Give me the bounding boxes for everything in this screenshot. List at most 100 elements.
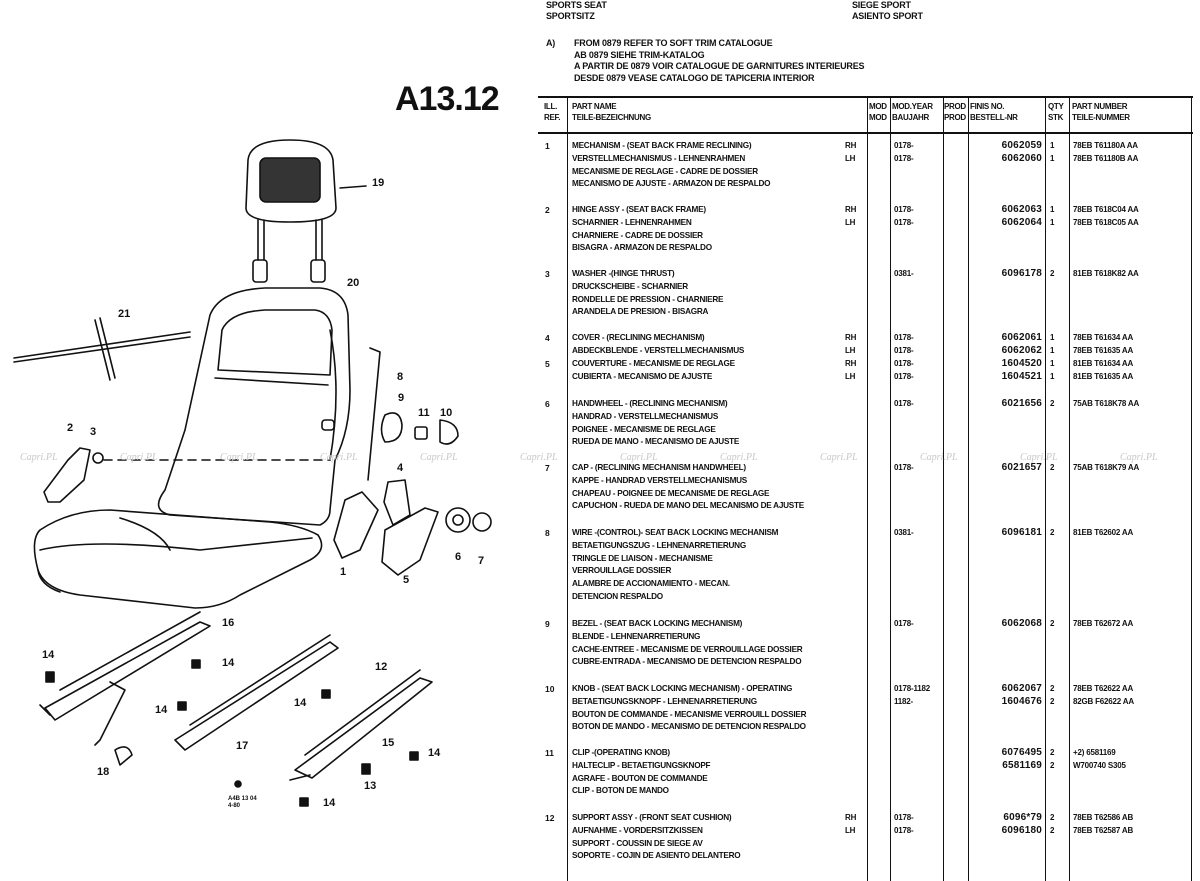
row-mod-year: 0178-0178- [894,812,914,838]
col-header-ill-ref: ILL.REF. [544,102,561,122]
finis-value: 6062067 [1001,683,1042,694]
qty-value: 2 [1050,619,1055,628]
side-value: RH [845,359,857,368]
finis-value: 6062064 [1001,216,1042,228]
row-part-name: HANDWHEEL - (RECLINING MECHANISM)HANDRAD… [572,398,739,449]
title-en: SPORTS SEAT [546,0,607,10]
finis-value: 6581169 [1002,759,1042,771]
watermark: Capri.PL [320,452,358,463]
callout-5: 5 [403,574,410,586]
callout-2: 2 [67,422,74,434]
part-name-line: BETAETIGUNGSKNOPF - LEHNENARRETIERUNG [572,696,757,706]
row-ref: 3 [545,269,550,279]
callout-3: 3 [90,426,97,438]
seat-cushion-drawing [33,509,323,609]
watermark: Capri.PL [120,452,158,463]
part-name-line: BOTON DE MANDO - MECANISMO DE DETENCION … [572,722,806,732]
watermark: Capri.PL [1120,452,1158,463]
row-mod-year: 0178-0178- [894,140,914,166]
part-name-line: CUBRE-ENTRADA - MECANISMO DE DETENCION R… [572,657,802,667]
callout-14: 14 [222,657,235,669]
qty-value: 1 [1050,205,1055,214]
col-header-finis: FINIS NO.BESTELL-NR [970,102,1018,122]
mod-year-value: 0381- [894,528,914,537]
part-number-value: 78EB T62586 AB [1073,813,1134,822]
part-number-value: 78EB T61180A AA [1073,141,1138,150]
row-part-name: CAP - (RECLINING MECHANISM HANDWHEEL)KAP… [572,462,804,513]
table-right-edge [1191,96,1192,881]
part-number-value: 78EB T61634 AA [1073,333,1134,342]
side-value: RH [845,813,857,822]
part-name-line: CAPUCHON - RUEDA DE MANO DEL MECANISMO D… [572,501,804,511]
mod-year-value: 0178- [894,463,914,472]
finis-value: 1604521 [1001,370,1042,382]
part-name-line: SCHARNIER - LEHNENRAHMEN [572,217,692,227]
callout-18: 18 [97,766,110,778]
row-ref: 7 [545,463,550,473]
part-number-value: +2) 6581169 [1073,748,1116,757]
headrest-drawing [245,139,367,283]
qty-value: 2 [1050,813,1055,822]
finis-value: 6062068 [1001,618,1042,629]
callout-13: 13 [364,780,377,792]
watermark: Capri.PL [720,452,758,463]
note-block: FROM 0879 REFER TO SOFT TRIM CATALOGUE A… [574,38,865,84]
callout-21: 21 [118,308,131,320]
part-number-value: 81EB T618K82 AA [1073,269,1139,278]
part-name-line: CAP - (RECLINING MECHANISM HANDWHEEL) [572,463,746,472]
row-qty: 2 [1050,398,1054,411]
row-ref: 6 [545,399,550,409]
part-name-line: DRUCKSCHEIBE - SCHARNIER [572,281,688,291]
part-number-value: 78EB T62672 AA [1073,619,1134,628]
part-number-value: 75AB T618K78 AA [1073,399,1140,408]
part-name-line: AGRAFE - BOUTON DE COMMANDE [572,773,708,783]
callout-1: 1 [340,566,347,578]
watermark: Capri.PL [220,452,258,463]
finis-value: 6062063 [1001,204,1042,215]
part-name-line: MECANISMO DE AJUSTE - ARMAZON DE RESPALD… [572,179,771,189]
row-part-name: SUPPORT ASSY - (FRONT SEAT CUSHION)AUFNA… [572,812,741,863]
row-finis: 6096181 [970,527,1042,540]
watermark: Capri.PL [820,452,858,463]
row-part-number: 75AB T618K78 AA [1073,398,1139,411]
row-part-name: WIRE -(CONTROL)- SEAT BACK LOCKING MECHA… [572,527,779,604]
row-finis: 6021657 [970,462,1042,475]
callout-14: 14 [323,797,336,809]
row-part-number: 81EB T618K82 AA [1073,268,1139,281]
row-mod-year: 0178- [894,398,914,411]
part-name-line: CHARNIERE - CADRE DE DOSSIER [572,230,703,240]
part-name-line: SOPORTE - COJIN DE ASIENTO DELANTERO [572,851,741,861]
part-name-line: COVER - (RECLINING MECHANISM) [572,333,705,342]
callout-14: 14 [155,704,168,716]
qty-value: 2 [1050,528,1055,537]
finis-value: 6096178 [1001,268,1042,279]
part-name-line: BLENDE - LEHNENARRETIERUNG [572,631,701,641]
row-ref: 4 [545,333,550,343]
part-name-line: CUBIERTA - MECANISMO DE AJUSTE [572,371,713,381]
part-number-value: 75AB T618K79 AA [1073,463,1140,472]
row-finis: 6021656 [970,398,1042,411]
row-mod-year: 0178- [894,618,914,631]
mod-year-value: 0178- [894,141,914,150]
part-name-line: DETENCION RESPALDO [572,591,663,601]
part-name-line: ABDECKBLENDE - VERSTELLMECHANISMUS [572,345,745,355]
part-name-line: RUEDA DE MANO - MECANISMO DE AJUSTE [572,437,740,447]
part-number-value: 78EB T62622 AA [1073,684,1134,693]
part-name-line: WIRE -(CONTROL)- SEAT BACK LOCKING MECHA… [572,528,779,537]
callout-16: 16 [222,617,235,629]
part-name-line: RONDELLE DE PRESSION - CHARNIERE [572,294,724,304]
row-ref: 5 [545,359,550,369]
row-part-name: CLIP -(OPERATING KNOB)HALTECLIP - BETAET… [572,747,711,798]
part-name-line: BEZEL - (SEAT BACK LOCKING MECHANISM) [572,619,743,628]
row-qty: 2 [1050,268,1054,281]
callout-14: 14 [294,697,307,709]
qty-value: 1 [1050,345,1055,355]
